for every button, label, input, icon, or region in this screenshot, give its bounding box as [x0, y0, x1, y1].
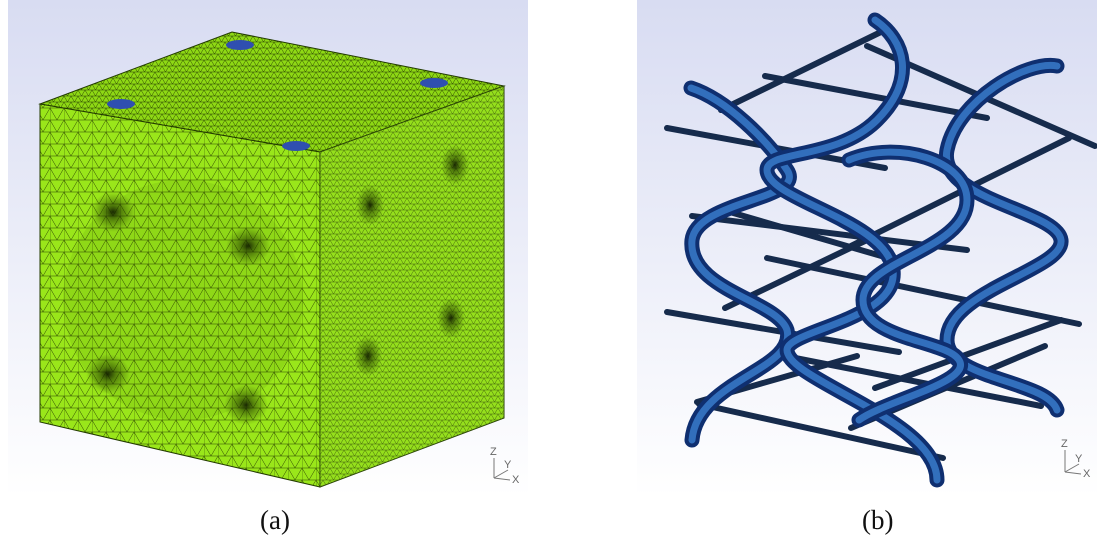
rod	[718, 27, 888, 113]
helix-rods-viewport: Z Y X	[637, 0, 1097, 497]
rod	[720, 207, 898, 263]
rod	[764, 255, 1082, 327]
rod	[762, 73, 990, 121]
axis-triad-b: Z Y X	[1061, 438, 1091, 480]
axis-y-label: Y	[1075, 453, 1083, 465]
helix-right	[841, 57, 1069, 428]
axis-y-label: Y	[504, 459, 512, 471]
caption-a: (a)	[260, 505, 290, 535]
axis-x-label: X	[1083, 468, 1091, 480]
top-hole-markers	[107, 40, 448, 151]
axis-triad-a: Z Y X	[490, 446, 520, 486]
panel-a-mesh-cube: Z Y X	[8, 0, 528, 497]
mesh-cube-viewport: Z Y X	[8, 0, 528, 497]
right-refinement-spots	[354, 145, 469, 376]
axis-x-label: X	[512, 474, 520, 486]
rod	[696, 401, 946, 461]
panel-b-helix-rods: Z Y X	[637, 0, 1097, 497]
caption-b: (b)	[862, 505, 894, 535]
front-refinement-spots	[63, 180, 303, 425]
axis-z-label: Z	[490, 446, 497, 458]
axis-z-label: Z	[1061, 438, 1068, 450]
helix-left	[683, 12, 945, 488]
